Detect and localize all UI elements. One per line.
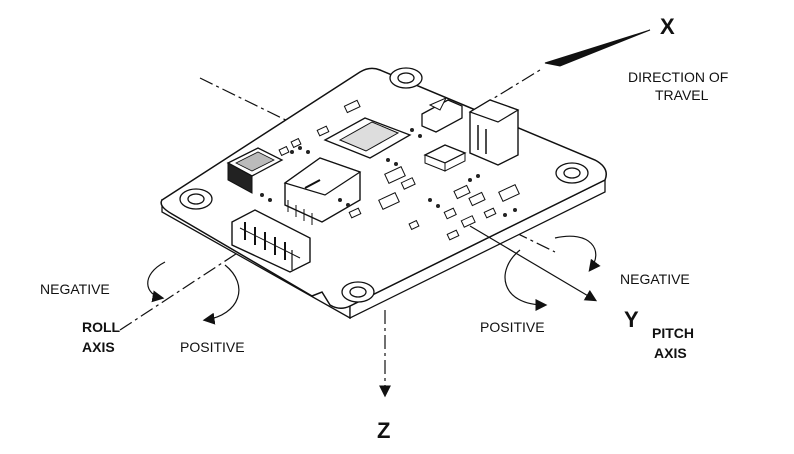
pitch-negative-label: NEGATIVE — [620, 271, 690, 287]
pitch-rotation-negative-arrow — [554, 235, 601, 272]
pitch-axis-label-line1: PITCH — [652, 325, 694, 341]
direction-of-travel-line2: TRAVEL — [655, 87, 709, 103]
small-connector — [421, 99, 463, 133]
processor-chip — [323, 117, 412, 159]
roll-axis-label-line2: AXIS — [82, 339, 115, 355]
cable-connector — [231, 209, 311, 273]
sensor-chip — [283, 157, 362, 225]
y-axis-label: Y — [624, 307, 639, 332]
pitch-axis-label-line2: AXIS — [654, 345, 687, 361]
roll-rotation-positive-arrow — [202, 264, 240, 325]
x-axis-line-upper — [457, 69, 541, 121]
board-connector — [468, 99, 520, 166]
pitch-positive-label: POSITIVE — [480, 319, 545, 335]
orientation-marker — [428, 96, 448, 111]
passive-components — [278, 99, 520, 241]
direction-arrow — [544, 29, 651, 67]
roll-positive-label: POSITIVE — [180, 339, 245, 355]
roll-rotation-negative-arrow — [147, 261, 166, 303]
roll-axis-line — [119, 247, 246, 331]
mounting-hole — [179, 188, 213, 210]
direction-of-travel-line1: DIRECTION OF — [628, 69, 728, 85]
left-ic — [226, 147, 284, 194]
y-axis-line — [469, 225, 598, 302]
mounting-hole — [389, 67, 423, 89]
pitch-rotation-positive-arrow — [504, 249, 548, 311]
z-axis-label: Z — [377, 418, 390, 443]
solder-pads — [260, 128, 517, 217]
right-ic — [423, 144, 467, 172]
x-axis-label: X — [660, 14, 675, 39]
roll-negative-label: NEGATIVE — [40, 281, 110, 297]
mounting-hole — [555, 162, 589, 184]
mounting-hole — [341, 281, 375, 303]
circuit-board — [160, 67, 607, 320]
roll-axis-label-line1: ROLL — [82, 319, 121, 335]
